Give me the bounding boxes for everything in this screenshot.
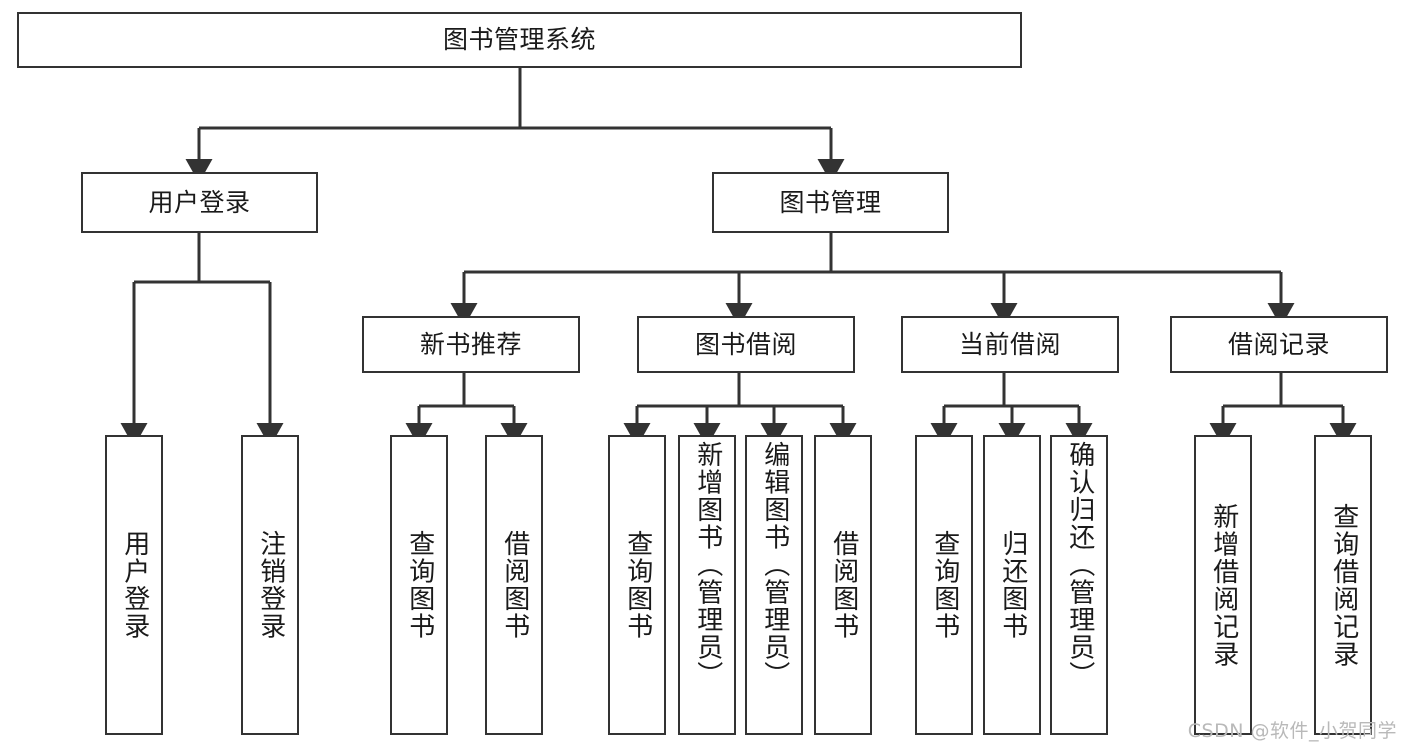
node-label: 用户登录: [148, 187, 251, 217]
node-leaf-query-book-2[interactable]: 查询图书: [608, 435, 666, 735]
node-label: 图书管理系统: [442, 25, 596, 55]
node-label: 借阅图书: [828, 530, 859, 640]
node-leaf-borrow-book-2[interactable]: 借阅图书: [814, 435, 872, 735]
node-current-borrow[interactable]: 当前借阅: [901, 316, 1119, 373]
node-label: 图书借阅: [694, 329, 797, 359]
node-label: 新增图书（管理员）: [692, 441, 723, 689]
node-borrow-record[interactable]: 借阅记录: [1170, 316, 1388, 373]
node-label: 当前借阅: [958, 329, 1061, 359]
node-label: 查询借阅记录: [1328, 502, 1359, 668]
node-leaf-query-record[interactable]: 查询借阅记录: [1314, 435, 1372, 735]
node-leaf-add-record[interactable]: 新增借阅记录: [1194, 435, 1252, 735]
node-root-book-management-system[interactable]: 图书管理系统: [17, 12, 1022, 68]
node-leaf-borrow-book-1[interactable]: 借阅图书: [485, 435, 543, 735]
node-leaf-query-book-1[interactable]: 查询图书: [390, 435, 448, 735]
node-leaf-logout-login[interactable]: 注销登录: [241, 435, 299, 735]
node-leaf-query-book-3[interactable]: 查询图书: [915, 435, 973, 735]
node-leaf-user-login[interactable]: 用户登录: [105, 435, 163, 735]
node-label: 用户登录: [119, 530, 150, 640]
node-leaf-add-book[interactable]: 新增图书（管理员）: [678, 435, 736, 735]
node-book-management[interactable]: 图书管理: [712, 172, 949, 233]
node-label: 确认归还（管理员）: [1064, 441, 1095, 689]
node-label: 新书推荐: [419, 329, 522, 359]
node-new-book-recommend[interactable]: 新书推荐: [362, 316, 580, 373]
node-book-borrow[interactable]: 图书借阅: [637, 316, 855, 373]
node-label: 借阅图书: [499, 530, 530, 640]
node-label: 编辑图书（管理员）: [759, 441, 790, 689]
watermark: CSDN @软件_小贺同学: [1187, 720, 1397, 742]
node-label: 归还图书: [997, 530, 1028, 640]
node-label: 图书管理: [779, 187, 882, 217]
node-label: 借阅记录: [1227, 329, 1330, 359]
node-leaf-edit-book[interactable]: 编辑图书（管理员）: [745, 435, 803, 735]
node-label: 注销登录: [255, 530, 286, 640]
node-label: 查询图书: [622, 530, 653, 640]
node-label: 新增借阅记录: [1208, 502, 1239, 668]
node-user-login[interactable]: 用户登录: [81, 172, 318, 233]
node-leaf-confirm-return[interactable]: 确认归还（管理员）: [1050, 435, 1108, 735]
node-label: 查询图书: [929, 530, 960, 640]
node-leaf-return-book[interactable]: 归还图书: [983, 435, 1041, 735]
node-label: 查询图书: [404, 530, 435, 640]
